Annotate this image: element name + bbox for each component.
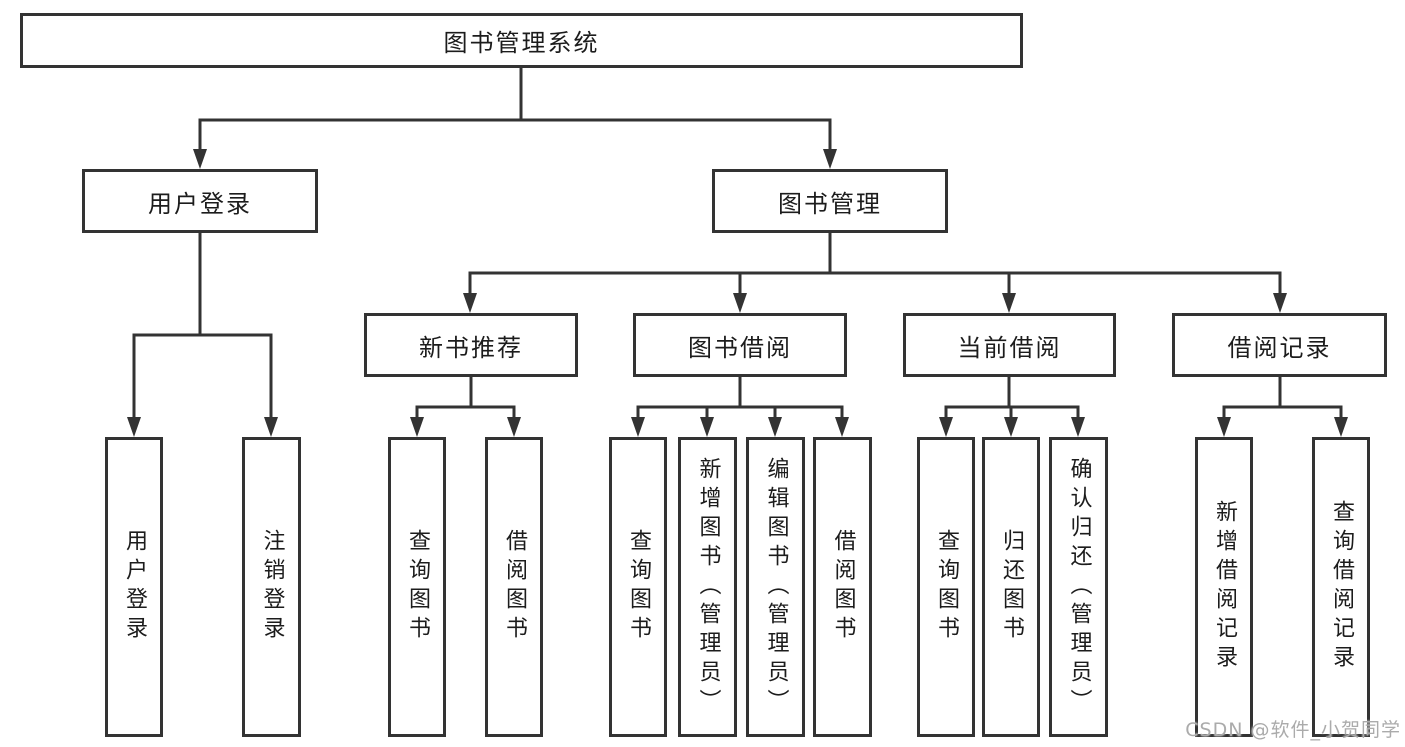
leaf-user-login: 用户登录 bbox=[105, 437, 163, 737]
leaf-add-book-admin: 新增图书（管理员） bbox=[678, 437, 737, 737]
leaf-query-books-current: 查询图书 bbox=[917, 437, 975, 737]
leaf-query-books-recommend: 查询图书 bbox=[388, 437, 446, 737]
leaf-query-borrow-record: 查询借阅记录 bbox=[1312, 437, 1370, 737]
node-book-borrow: 图书借阅 bbox=[633, 313, 847, 377]
csdn-watermark: CSDN @软件_小贺同学 bbox=[1185, 719, 1401, 741]
leaf-borrow-books: 借阅图书 bbox=[813, 437, 872, 737]
node-user-login: 用户登录 bbox=[82, 169, 318, 233]
node-borrow-records: 借阅记录 bbox=[1172, 313, 1387, 377]
leaf-confirm-return-admin: 确认归还（管理员） bbox=[1049, 437, 1108, 737]
node-current-borrow: 当前借阅 bbox=[903, 313, 1116, 377]
node-new-book-recommend: 新书推荐 bbox=[364, 313, 578, 377]
leaf-edit-book-admin: 编辑图书（管理员） bbox=[746, 437, 805, 737]
node-library-system: 图书管理系统 bbox=[20, 13, 1023, 68]
leaf-query-books-borrow: 查询图书 bbox=[609, 437, 667, 737]
node-book-management: 图书管理 bbox=[712, 169, 948, 233]
leaf-borrow-books-recommend: 借阅图书 bbox=[485, 437, 543, 737]
leaf-return-book: 归还图书 bbox=[982, 437, 1040, 737]
leaf-add-borrow-record: 新增借阅记录 bbox=[1195, 437, 1253, 737]
leaf-logout: 注销登录 bbox=[242, 437, 301, 737]
